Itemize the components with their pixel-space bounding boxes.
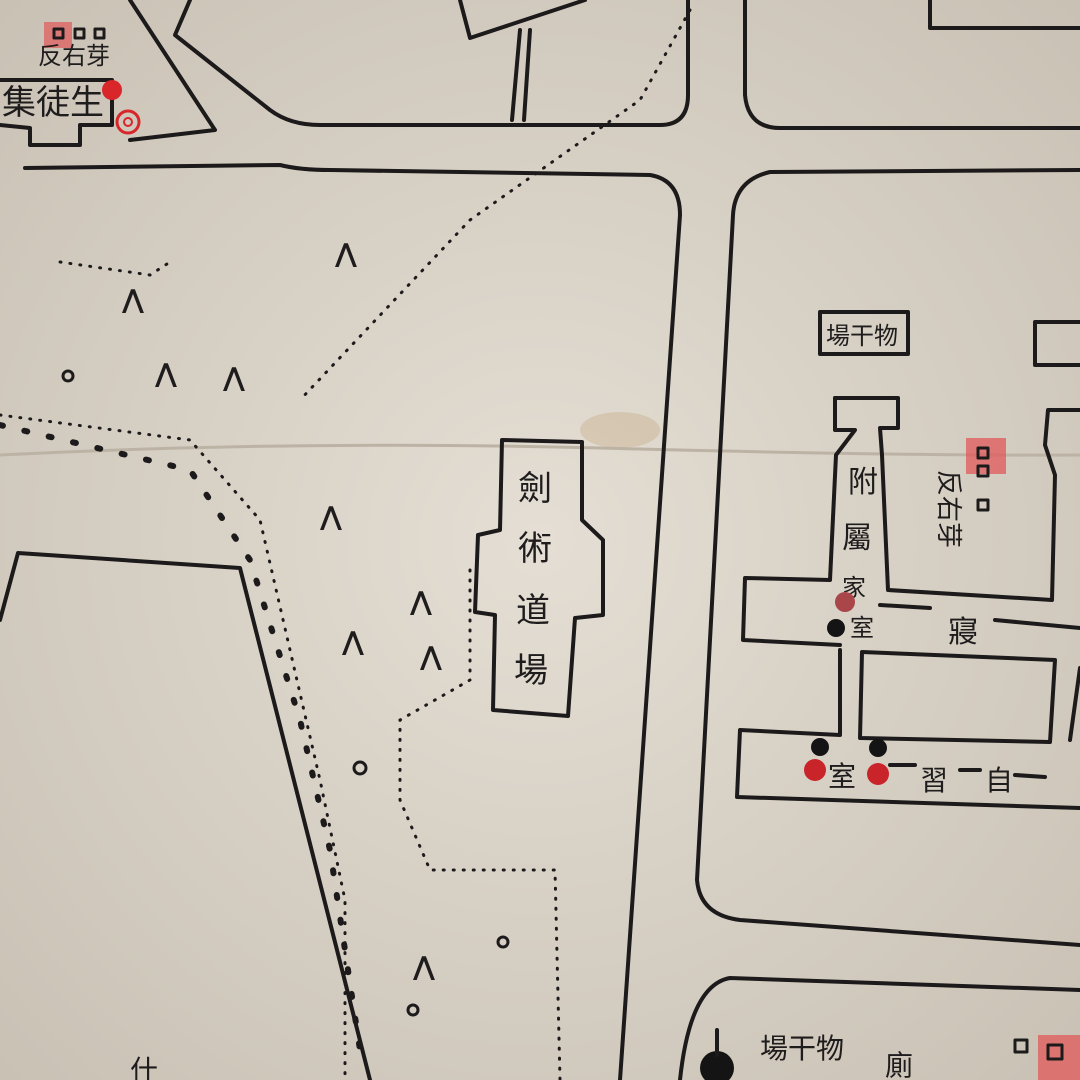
red-pin xyxy=(835,592,855,612)
kendo-hall-label-3: 道 xyxy=(516,591,550,631)
stain xyxy=(580,412,660,448)
red-pin xyxy=(804,759,826,781)
bottom-left-label: 什 xyxy=(130,1054,158,1080)
tree-icon: ⋀ xyxy=(122,285,144,315)
tree-icon: ⋀ xyxy=(413,952,435,982)
footpaths xyxy=(0,8,692,1080)
drying-place-label: 場干物 xyxy=(826,322,898,350)
black-pin xyxy=(827,619,845,637)
annex-label-2: 屬 xyxy=(842,521,872,556)
dormitory-complex: 附 屬 家 室 寢 室 習 自 xyxy=(735,396,1080,810)
study-room-label-2: 習 xyxy=(920,764,948,797)
drying-place-top: 場干物 xyxy=(818,310,1080,367)
student-hall-building: 集徒生 xyxy=(0,78,141,147)
black-pin xyxy=(869,739,887,757)
red-marker xyxy=(102,80,122,100)
annex-label-4: 室 xyxy=(850,614,874,642)
round-tree-icon xyxy=(352,760,368,776)
round-tree-icon xyxy=(496,935,510,949)
bottom-area: 場干物 廁 什 xyxy=(130,1028,1080,1080)
tree-icon: ⋀ xyxy=(342,627,364,657)
red-spiral-icon-center xyxy=(123,117,133,127)
tree-symbols: ⋀ ⋀ ⋀ ⋀ ⋀ ⋀ ⋀ ⋀ ⋀ xyxy=(61,239,510,1017)
study-room-label-3: 自 xyxy=(985,764,1013,797)
paper-fold xyxy=(0,443,1080,457)
tree-icon: ⋀ xyxy=(335,239,357,269)
well-icon xyxy=(700,1051,734,1080)
study-room-label-1: 室 xyxy=(828,760,856,793)
red-pin xyxy=(867,763,889,785)
stone-marker-top-left: 反右芽 xyxy=(38,22,110,70)
tree-icon: ⋀ xyxy=(410,587,432,617)
kendo-hall-label-4: 場 xyxy=(514,651,548,691)
student-hall-label: 集徒生 xyxy=(2,83,104,123)
stone-label: 反右芽 xyxy=(38,42,110,70)
round-tree-icon xyxy=(61,369,75,383)
drying-place-bottom-label: 場干物 xyxy=(760,1032,844,1065)
tree-icon: ⋀ xyxy=(155,359,177,389)
black-pin xyxy=(811,738,829,756)
kendo-hall-label-2: 術 xyxy=(518,529,552,569)
tree-icon: ⋀ xyxy=(420,642,442,672)
stone-marker-right: 反右芽 xyxy=(933,438,1006,548)
kendo-hall-label-1: 劍 xyxy=(518,469,552,509)
tree-icon: ⋀ xyxy=(320,502,342,532)
round-tree-icon xyxy=(406,1003,420,1017)
tree-icon: ⋀ xyxy=(223,363,245,393)
toilet-label: 廁 xyxy=(885,1049,913,1080)
red-spiral-icon xyxy=(115,109,141,135)
dormitory-label: 寢 xyxy=(948,615,978,650)
annex-label-1: 附 xyxy=(848,465,878,500)
kendo-hall-building: 劍 術 道 場 xyxy=(473,438,605,718)
stone-right-label: 反右芽 xyxy=(933,470,963,548)
